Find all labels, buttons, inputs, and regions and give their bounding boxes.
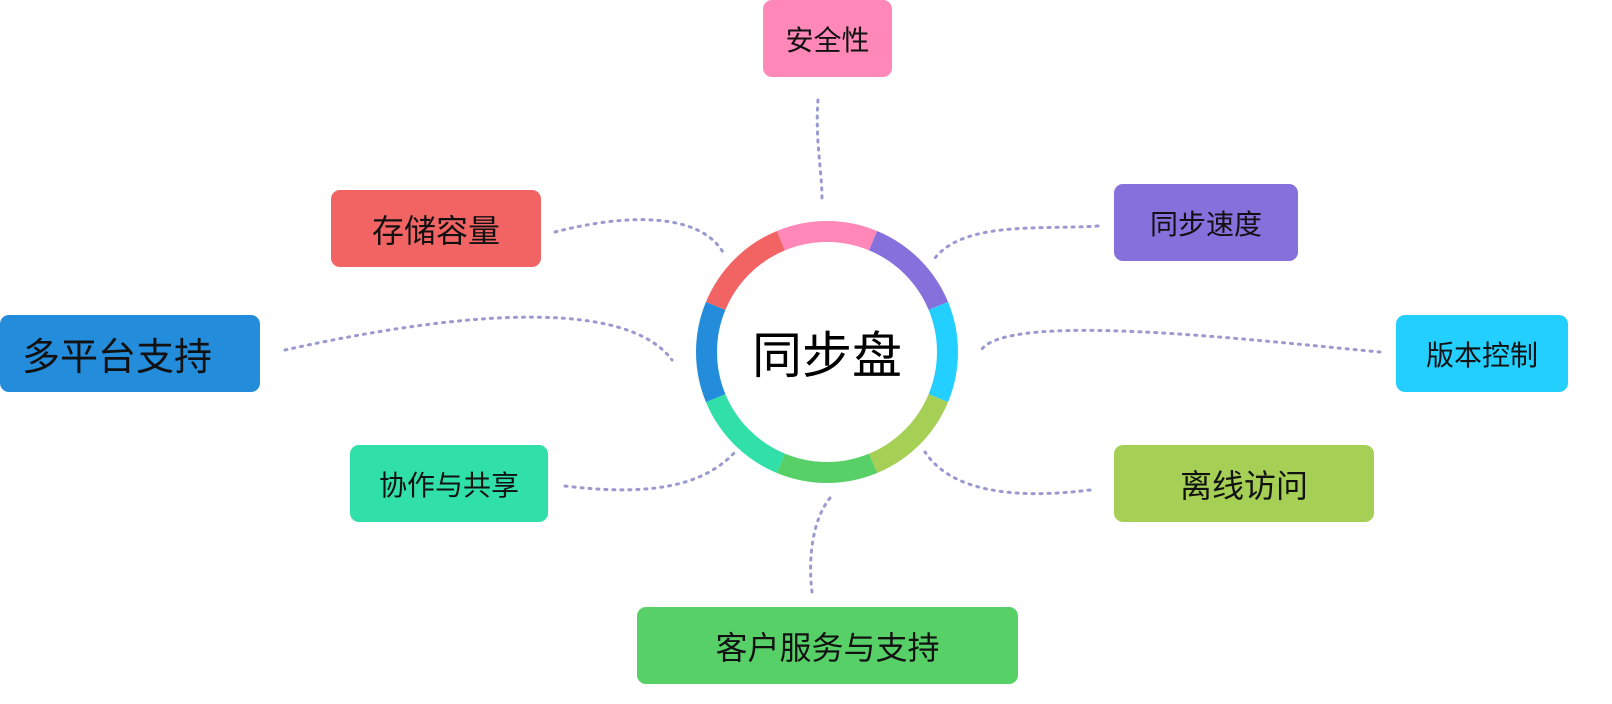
ring-segment-sync-speed (869, 230, 949, 310)
node-label: 同步速度 (1149, 207, 1262, 241)
node-storage[interactable]: 存储容量 (331, 190, 541, 267)
node-label: 离线访问 (1179, 466, 1308, 505)
connector-customer-support (809, 496, 832, 594)
ring-segment-customer-support (776, 453, 878, 484)
ring-segment-offline-access (869, 394, 949, 474)
ring-segment-security (776, 221, 878, 251)
connector-collaboration (563, 450, 737, 492)
node-label: 版本控制 (1425, 338, 1538, 372)
connector-storage (553, 218, 726, 256)
ring-segment-collaboration (705, 394, 785, 474)
node-collaboration[interactable]: 协作与共享 (350, 445, 548, 522)
connector-security (815, 98, 824, 202)
node-label: 多平台支持 (22, 335, 213, 379)
node-multi-platform[interactable]: 多平台支持 (0, 315, 260, 392)
ring-segment-multi-platform (696, 301, 726, 403)
node-version-control[interactable]: 版本控制 (1396, 315, 1568, 392)
connector-sync-speed (930, 224, 1100, 264)
connectors (283, 98, 1382, 594)
ring-segment-version-control (928, 301, 958, 403)
node-label: 协作与共享 (378, 468, 519, 502)
node-sync-speed[interactable]: 同步速度 (1114, 184, 1298, 261)
center-topic[interactable]: 同步盘 (752, 327, 902, 385)
node-label: 存储容量 (371, 211, 500, 250)
connector-offline-access (923, 450, 1092, 496)
ring-segment-storage (705, 230, 785, 310)
node-offline-access[interactable]: 离线访问 (1114, 445, 1374, 522)
node-security[interactable]: 安全性 (763, 0, 892, 77)
node-label: 客户服务与支持 (715, 628, 940, 667)
connector-version-control (978, 328, 1382, 354)
node-label: 安全性 (785, 23, 870, 57)
connector-multi-platform (283, 315, 674, 362)
center-ring (696, 221, 958, 484)
node-customer-support[interactable]: 客户服务与支持 (637, 607, 1018, 684)
